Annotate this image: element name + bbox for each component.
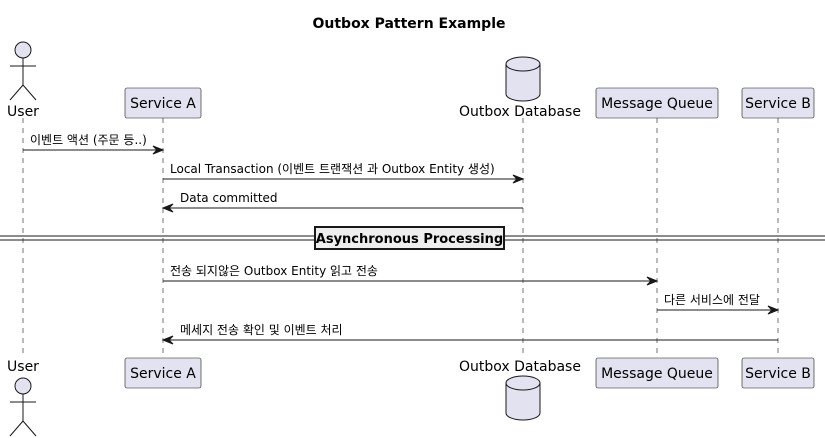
actor-top-user-head bbox=[14, 41, 32, 59]
participant-box-top-message_queue bbox=[595, 87, 719, 119]
message-arrowhead-5 bbox=[767, 305, 780, 315]
participant-label-top-service_b: Service B bbox=[745, 96, 811, 112]
message-label-2: Local Transaction (이벤트 트랜잭션 과 Outbox Ent… bbox=[170, 162, 495, 176]
participant-label-bottom-outbox_db: Outbox Database bbox=[459, 359, 581, 375]
participant-label-top-user: User bbox=[7, 104, 39, 120]
divider-box bbox=[314, 226, 505, 250]
participant-box-bottom-service_b bbox=[741, 357, 815, 389]
actor-bottom-user-leg-left bbox=[9, 420, 24, 437]
actor-top-user-leg-left bbox=[9, 84, 24, 101]
participant-box-bottom-message_queue bbox=[595, 357, 719, 389]
participant-label-bottom-user: User bbox=[7, 359, 39, 375]
message-label-6: 메세지 전송 확인 및 이벤트 처리 bbox=[180, 323, 343, 337]
message-arrowhead-6 bbox=[161, 335, 174, 345]
message-arrowhead-2 bbox=[512, 174, 525, 184]
participant-box-bottom-service_a bbox=[124, 357, 202, 389]
divider-label: Asynchronous Processing bbox=[316, 232, 503, 247]
message-label-5: 다른 서비스에 전달 bbox=[664, 293, 760, 307]
actor-bottom-user-head bbox=[14, 377, 32, 395]
participant-label-bottom-service_b: Service B bbox=[745, 366, 811, 382]
message-label-1: 이벤트 액션 (주문 등..) bbox=[30, 133, 147, 147]
participant-label-bottom-service_a: Service A bbox=[130, 366, 196, 382]
actor-top-user-leg-right bbox=[22, 84, 37, 101]
database-top-outbox_db-cylinder bbox=[505, 56, 541, 102]
participant-box-top-service_b bbox=[741, 87, 815, 119]
message-label-4: 전송 되지않은 Outbox Entity 읽고 전송 bbox=[170, 264, 378, 278]
message-arrowhead-3 bbox=[161, 203, 174, 213]
participant-box-top-service_a bbox=[124, 87, 202, 119]
message-arrowhead-4 bbox=[646, 276, 659, 286]
diagram-title: Outbox Pattern Example bbox=[312, 16, 505, 32]
database-bottom-outbox_db-cylinder bbox=[505, 375, 541, 421]
participant-label-top-message_queue: Message Queue bbox=[601, 96, 713, 112]
database-top-outbox_db-cylinder-rim bbox=[505, 63, 541, 72]
actor-bottom-user-leg-right bbox=[22, 420, 37, 437]
participant-label-top-service_a: Service A bbox=[130, 96, 196, 112]
message-label-3: Data committed bbox=[180, 191, 278, 205]
database-bottom-outbox_db-cylinder-rim bbox=[505, 382, 541, 391]
participant-label-top-outbox_db: Outbox Database bbox=[459, 104, 581, 120]
participant-label-bottom-message_queue: Message Queue bbox=[601, 366, 713, 382]
message-arrowhead-1 bbox=[152, 145, 165, 155]
